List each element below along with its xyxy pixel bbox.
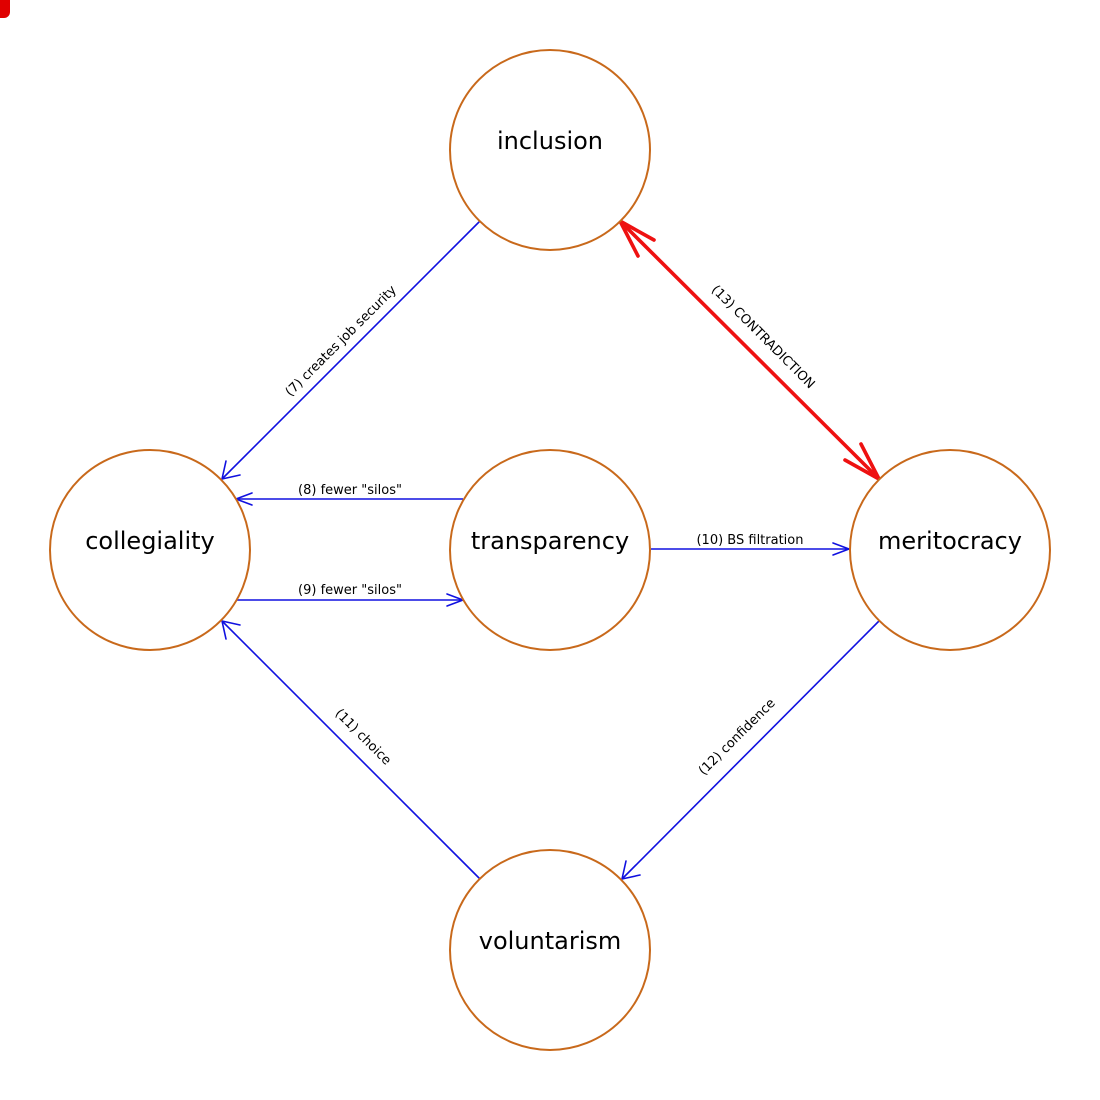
edge-8-label: (8) fewer "silos" [298, 483, 402, 498]
edge-11-arrowhead [221, 620, 241, 640]
node-collegiality-label: collegiality [85, 527, 215, 555]
node-voluntarism: voluntarism [449, 849, 651, 1051]
edge-7-arrowhead [221, 460, 241, 480]
node-voluntarism-label: voluntarism [479, 927, 622, 955]
edge-12-line [621, 620, 880, 880]
edge-12-label: (12) confidence [696, 696, 779, 779]
corner-mark [0, 0, 10, 18]
edge-12-arrowhead [621, 860, 641, 880]
edge-13: (13) CONTRADICTION [618, 219, 881, 481]
edge-10-arrowhead [832, 542, 850, 556]
node-transparency-circle [449, 449, 651, 651]
node-collegiality-circle [49, 449, 251, 651]
edge-11: (11) choice [221, 620, 481, 880]
edge-13-line [618, 219, 881, 481]
node-meritocracy-label: meritocracy [878, 527, 1022, 555]
edge-10-label: (10) BS filtration [696, 533, 803, 548]
node-inclusion-label: inclusion [497, 127, 603, 155]
edge-7-line [221, 220, 481, 480]
node-collegiality: collegiality [49, 449, 251, 651]
edge-9-label: (9) fewer "silos" [298, 583, 402, 598]
node-inclusion: inclusion [449, 49, 651, 251]
node-inclusion-circle [449, 49, 651, 251]
edge-8: (8) fewer "silos" [235, 483, 463, 506]
edge-10: (10) BS filtration [651, 533, 850, 556]
node-transparency-label: transparency [471, 527, 629, 555]
edge-9: (9) fewer "silos" [236, 583, 464, 607]
node-meritocracy: meritocracy [849, 449, 1051, 651]
node-transparency: transparency [449, 449, 651, 651]
edge-7-label: (7) creates job security [283, 283, 400, 400]
edge-12: (12) confidence [621, 620, 880, 880]
edge-7: (7) creates job security [221, 220, 481, 480]
node-meritocracy-circle [849, 449, 1051, 651]
edge-13-label: (13) CONTRADICTION [708, 283, 818, 393]
edge-11-label: (11) choice [332, 706, 394, 768]
edge-11-line [221, 620, 481, 880]
node-voluntarism-circle [449, 849, 651, 1051]
